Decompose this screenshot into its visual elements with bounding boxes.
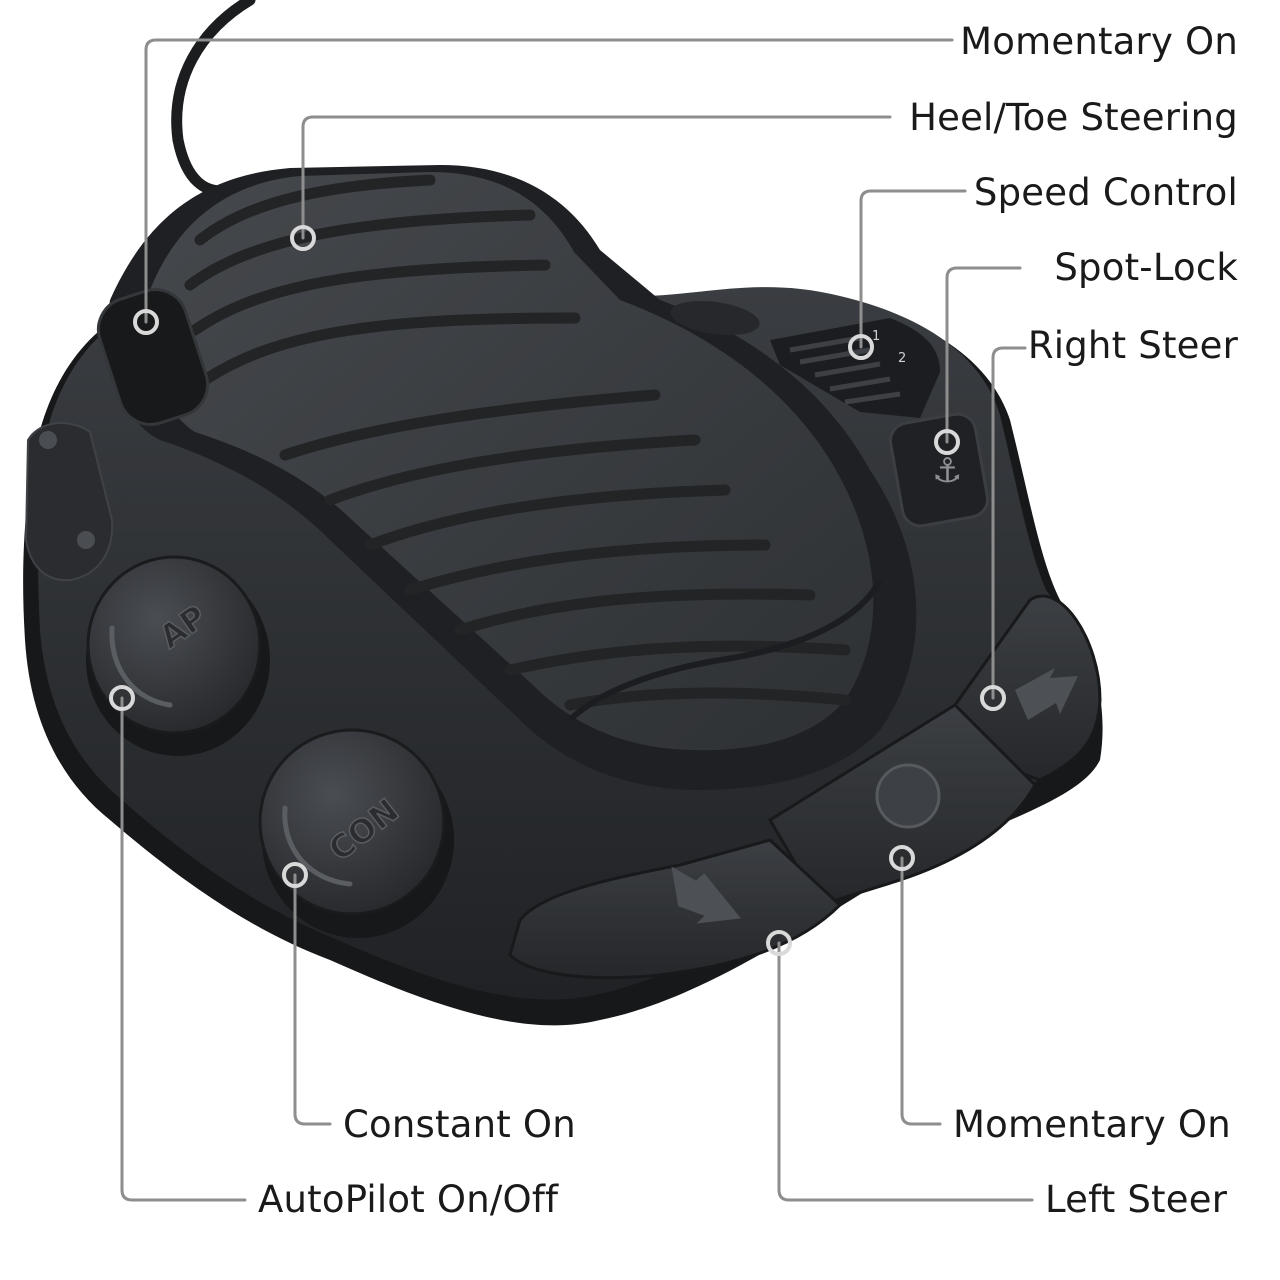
constant-indicator-light — [77, 531, 95, 549]
leader-momentary-top — [144, 38, 954, 324]
marker-speed — [848, 334, 874, 360]
label-spot-lock: Spot-Lock — [1054, 246, 1238, 289]
marker-heel-toe — [290, 225, 316, 251]
label-constant-on: Constant On — [343, 1103, 576, 1146]
leader-momentary-bottom — [900, 856, 942, 1126]
leader-constant-on — [293, 873, 332, 1126]
spot-lock-button — [888, 412, 990, 528]
marker-spot-lock — [934, 429, 960, 455]
marker-momentary-top — [133, 309, 159, 335]
label-momentary-on-top: Momentary On — [960, 20, 1238, 63]
label-left-steer: Left Steer — [1045, 1178, 1228, 1221]
leader-right-steer — [991, 346, 1027, 700]
power-cable — [171, 0, 256, 197]
heel-cup — [567, 578, 883, 723]
marker-constant-on — [282, 862, 308, 888]
leader-speed — [859, 189, 967, 349]
anchor-icon: ⚓ — [932, 451, 962, 491]
speed-dial-notches — [789, 335, 901, 405]
leader-heel-toe — [301, 115, 892, 240]
autopilot-button-arc — [109, 625, 173, 708]
leader-lines — [120, 38, 1034, 1202]
label-heel-toe-steering: Heel/Toe Steering — [909, 96, 1238, 139]
label-autopilot-on-off: AutoPilot On/Off — [258, 1178, 559, 1221]
left-arrow-icon — [671, 866, 741, 924]
marker-momentary-bottom — [889, 845, 915, 871]
momentary-on-switch — [96, 288, 210, 426]
autopilot-indicator-light — [39, 431, 57, 449]
label-momentary-on-bottom: Momentary On — [953, 1103, 1231, 1146]
leader-autopilot — [120, 696, 247, 1202]
speed-mark-1: 1 — [872, 329, 880, 344]
marker-right-steer — [980, 685, 1006, 711]
speed-mark-2: 2 — [898, 351, 906, 366]
leader-left-steer — [777, 941, 1034, 1202]
leader-spot-lock — [945, 266, 1022, 444]
marker-autopilot — [109, 685, 135, 711]
right-arrow-icon — [1015, 668, 1078, 720]
label-speed-control: Speed Control — [973, 171, 1238, 214]
speed-thumb-rest — [670, 300, 760, 336]
marker-left-steer — [766, 930, 792, 956]
callout-markers — [109, 225, 1006, 956]
left-steer-button — [508, 838, 843, 980]
label-right-steer: Right Steer — [1027, 324, 1238, 367]
constant-on-button-arc — [282, 805, 353, 887]
brand-logo-icon — [875, 763, 941, 829]
